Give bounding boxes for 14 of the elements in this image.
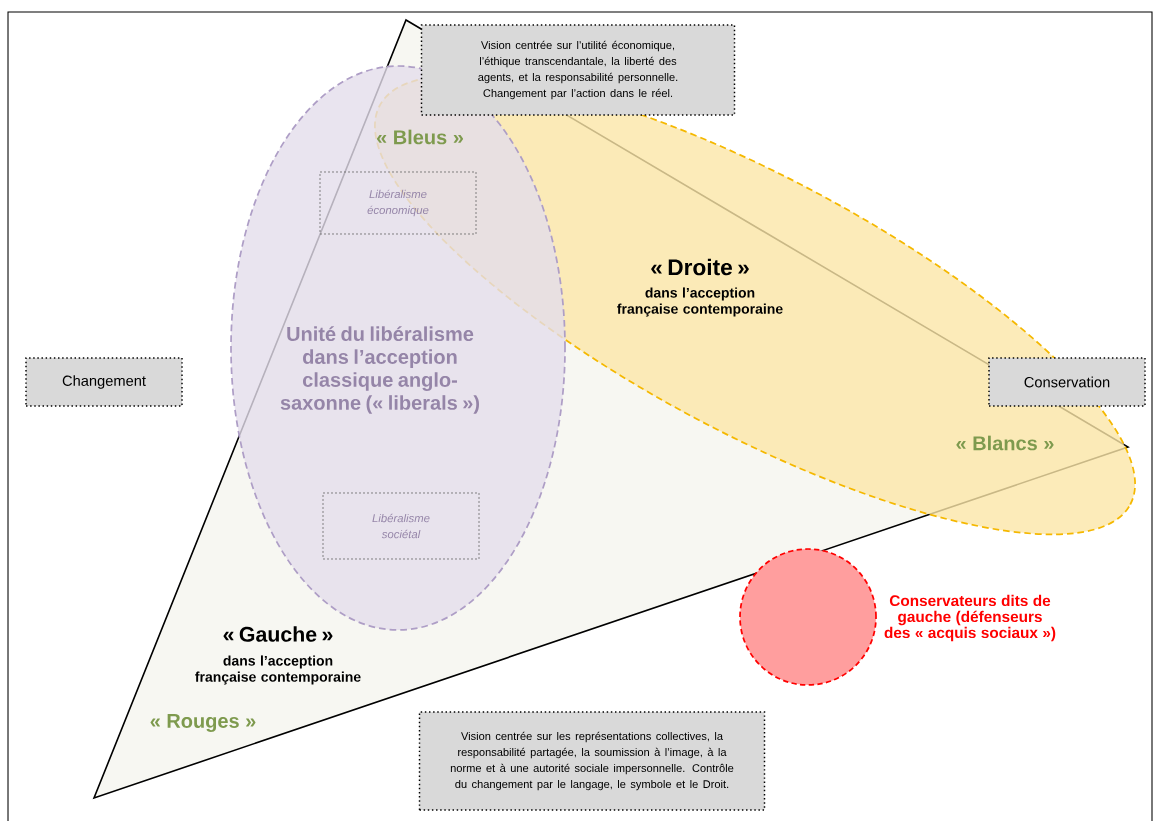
box-text: Conservation [1024, 376, 1110, 388]
node-label: Conservateurs dits de gauche (défenseurs des « acquis sociaux ») [884, 594, 1056, 642]
text-box [322, 492, 480, 560]
group-label: « Rouges » [150, 714, 256, 732]
group-label: « Bleus » [377, 129, 463, 145]
group-label: « Blancs » [956, 435, 1054, 451]
text-box [25, 357, 183, 407]
circle [739, 548, 877, 686]
box-text: Vision centrée sur les représentations collectives, la responsabilité partagée, la soumission à l’image, à la norme et à une autorité sociale impersonnelle. Contrôle du changement par le langage, le symbole et le Droit. [450, 731, 734, 791]
text-box [418, 711, 766, 811]
text-box [988, 357, 1146, 407]
box-text: Libéralisme sociétal [372, 513, 430, 539]
text-box [420, 24, 736, 116]
text-box [319, 171, 477, 235]
